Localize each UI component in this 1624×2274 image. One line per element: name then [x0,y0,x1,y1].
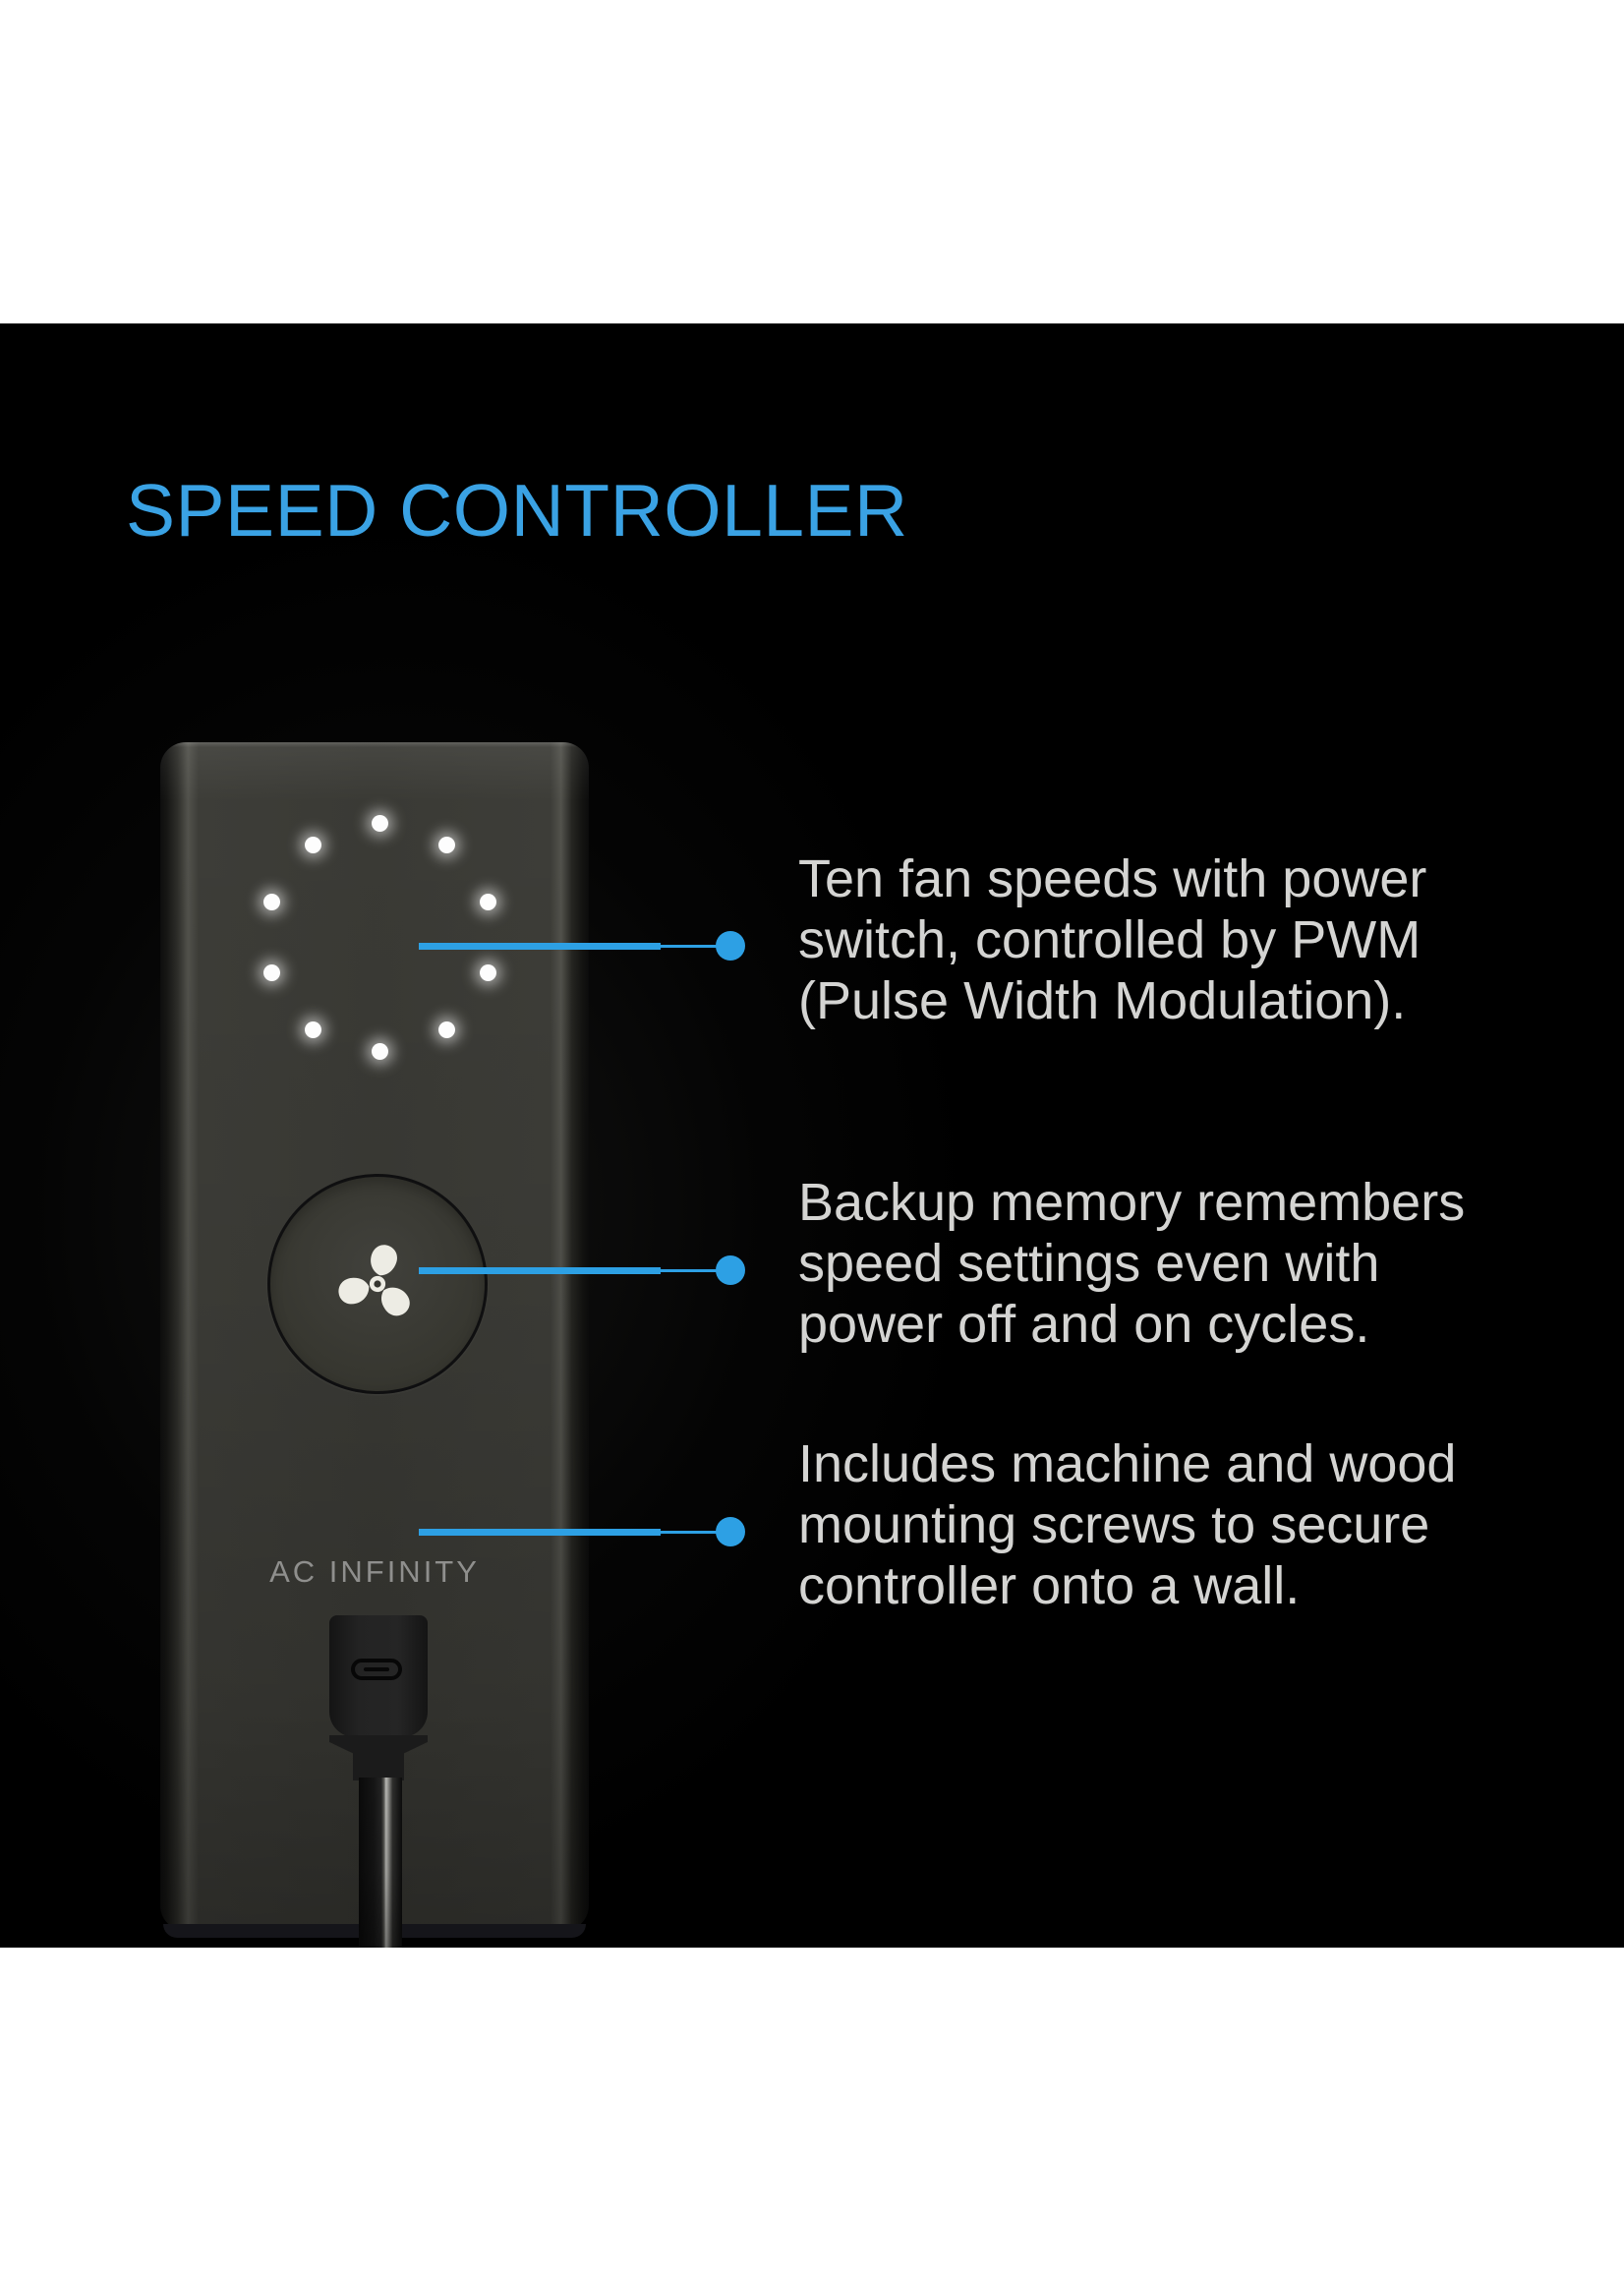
callout-line-text: controller onto a wall. [798,1556,1301,1615]
brand-label: AC INFINITY [269,1554,480,1589]
callout-line-text: Backup memory remembers [798,1173,1466,1232]
led-dot [304,836,321,853]
black-panel: SPEED CONTROLLER [0,323,1624,1948]
led-dot [437,1020,455,1038]
callout-dot-mounting [716,1517,745,1546]
led-dot [479,963,496,981]
usb-c-port-icon-bar [364,1667,389,1671]
callout-line-text: power off and on cycles. [798,1295,1370,1354]
fan-icon [338,1245,410,1316]
usb-c-port-icon [351,1659,402,1680]
callout-line-text: Includes machine and wood [798,1434,1457,1493]
callout-line-text: Ten fan speeds with power [798,849,1427,908]
callout-line-memory [419,1266,661,1274]
led-dot [437,836,455,853]
callout-line-text: (Pulse Width Modulation). [798,971,1407,1030]
callout-dot-memory [716,1255,745,1285]
callout-text-mounting: Includes machine and wood mounting screw… [798,1433,1531,1616]
callout-line-leds [419,942,661,950]
callout-line-text: switch, controlled by PWM [798,910,1421,969]
led-dot [371,814,388,832]
page-title: SPEED CONTROLLER [126,469,908,552]
callout-line-text: mounting screws to secure [798,1495,1430,1554]
led-dot [371,1042,388,1060]
callout-text-leds: Ten fan speeds with power switch, contro… [798,848,1531,1031]
callout-line-memory-thin [661,1268,720,1272]
callout-line-mounting-thin [661,1530,720,1534]
led-dot [479,893,496,910]
led-dot [304,1020,321,1038]
callout-line-text: speed settings even with [798,1234,1380,1293]
white-bottom-band [0,1948,1624,2274]
led-dot [262,963,280,981]
led-dot [262,893,280,910]
power-cable [359,1778,402,1948]
white-top-band [0,0,1624,323]
callout-line-leds-thin [661,944,720,948]
callout-line-mounting [419,1528,661,1536]
callout-text-memory: Backup memory remembers speed settings e… [798,1172,1531,1355]
callout-dot-leds [716,931,745,961]
